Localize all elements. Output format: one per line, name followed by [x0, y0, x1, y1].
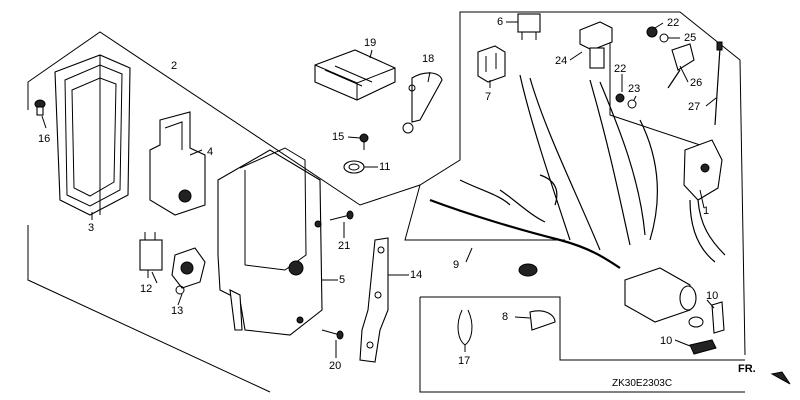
- relay-part-6: [517, 13, 541, 40]
- bracket-part-4: [149, 111, 206, 216]
- block-part-19: [314, 49, 396, 101]
- callout-25: 25: [684, 32, 696, 44]
- switch-assembly-part-1: [683, 139, 726, 263]
- callout-24: 24: [555, 55, 567, 67]
- clip-part-8: [529, 310, 556, 331]
- callout-6: 6: [497, 16, 503, 28]
- fuse-holder-part-24: [579, 21, 613, 69]
- callout-11: 11: [379, 161, 390, 173]
- callout-16: 16: [38, 133, 50, 145]
- callout-27: 27: [688, 101, 700, 113]
- grommet-part: [518, 263, 538, 277]
- callout-20: 20: [329, 360, 341, 372]
- callout-5: 5: [339, 274, 345, 286]
- callout-12: 12: [140, 283, 152, 295]
- washer-part-25: [659, 33, 669, 43]
- callout-17: 17: [458, 355, 470, 367]
- wire-harness-part-9: [429, 74, 659, 269]
- front-direction-label: FR.: [738, 363, 756, 375]
- callout-22-top: 22: [667, 17, 679, 29]
- callout-10-upper: 10: [706, 290, 718, 302]
- bolt-part-15: [359, 133, 369, 150]
- ignition-switch-part-13: [171, 247, 206, 295]
- callout-labels: 1 2 3 4 5 6 7 8 9 10 10 11 12 13 14 15 1…: [38, 16, 718, 372]
- nut-part-22-top: [646, 26, 658, 38]
- screw-part-20: [321, 329, 344, 340]
- callout-8: 8: [502, 311, 508, 323]
- callout-2: 2: [171, 60, 177, 72]
- callout-10-lower: 10: [660, 335, 672, 347]
- plate-part-14: [359, 237, 389, 363]
- callout-18: 18: [422, 53, 434, 65]
- front-direction-arrow: [770, 371, 791, 385]
- cap-part-10-lower: [689, 339, 717, 355]
- callout-19: 19: [364, 37, 376, 49]
- cap-part-10-upper: [688, 301, 725, 334]
- callout-1: 1: [703, 205, 709, 217]
- callout-23: 23: [628, 83, 640, 95]
- callout-3: 3: [88, 222, 94, 234]
- callout-22-mid: 22: [614, 63, 626, 75]
- callout-4: 4: [207, 146, 213, 158]
- callout-26: 26: [690, 77, 702, 89]
- switch-part-12: [139, 232, 163, 278]
- solenoid-part: [624, 267, 697, 323]
- band-part-17: [457, 309, 473, 346]
- control-box-part-5: [217, 147, 323, 336]
- connector-part-7: [477, 45, 506, 83]
- callout-14: 14: [410, 269, 422, 281]
- clip-part-11: [343, 160, 365, 174]
- rod-part-27: [714, 41, 723, 126]
- nut-part-22-mid: [615, 93, 625, 103]
- side-cover-part: [54, 54, 131, 216]
- callout-15: 15: [332, 131, 344, 143]
- bolt-part-16: [34, 99, 46, 116]
- callout-21: 21: [338, 240, 350, 252]
- callout-7: 7: [485, 91, 491, 103]
- washer-part-23: [627, 99, 637, 109]
- terminal-part-26: [667, 43, 695, 89]
- callout-13: 13: [171, 305, 183, 317]
- leader-lines: [41, 21, 717, 358]
- clamp-band-part-18: [402, 72, 443, 134]
- callout-9: 9: [453, 259, 459, 271]
- diagram-code: ZK30E2303C: [612, 378, 672, 389]
- screw-part-21: [329, 210, 354, 221]
